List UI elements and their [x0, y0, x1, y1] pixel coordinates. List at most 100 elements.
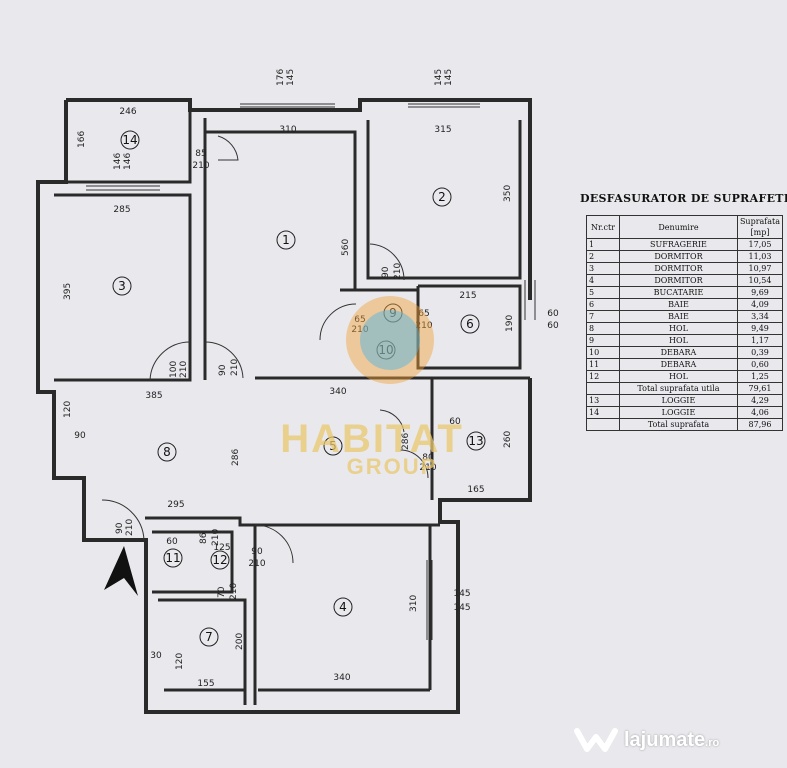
dim-label: 120: [175, 653, 185, 670]
dim-label: 145: [453, 589, 470, 599]
room-labels: 14 1 2 3 6 9 10 8 5 13 11 12 4 7: [112, 130, 486, 647]
cell-suprafata: 0,60: [736, 358, 784, 371]
cell-suprafata: 1,17: [736, 334, 784, 347]
cell-denumire: SUFRAGERIE: [619, 238, 738, 251]
cell-denumire: DEBARA: [619, 346, 738, 359]
room-4-label: 4: [339, 600, 347, 614]
dim-label: 385: [145, 391, 162, 401]
dim-label: 166: [77, 131, 87, 148]
watermark-name: lajumate: [624, 728, 706, 751]
table-title: DESFASURATOR DE SUPRAFETE: [580, 192, 787, 205]
area-table-panel: DESFASURATOR DE SUPRAFETE Nr.ctr Denumir…: [580, 192, 787, 431]
cell-denumire: HOL: [619, 334, 738, 347]
cell-denumire: LOGGIE: [619, 394, 738, 407]
cell-nr: [586, 418, 620, 431]
cell-denumire: DORMITOR: [619, 262, 738, 275]
cell-nr: 12: [586, 370, 620, 383]
cell-nr: 9: [586, 334, 620, 347]
logo-text-group: GROUP: [347, 454, 438, 479]
cell-nr: 6: [586, 298, 620, 311]
room-8-label: 8: [163, 445, 171, 459]
room-13-label: 13: [468, 434, 483, 448]
dim-label: 200: [235, 633, 245, 650]
dim-label: 85: [195, 149, 206, 159]
cell-nr: 1: [586, 238, 620, 251]
cell-suprafata: 79,61: [736, 382, 784, 395]
room-3-label: 3: [118, 279, 126, 293]
cell-suprafata: 4,06: [736, 406, 784, 419]
header-denumire: Denumire: [619, 215, 738, 239]
dim-label: 286: [231, 449, 241, 466]
dim-label: 210: [230, 359, 240, 376]
cell-nr: [586, 382, 620, 395]
dim-label: 285: [113, 205, 130, 215]
room-1-label: 1: [282, 233, 290, 247]
cell-nr: 14: [586, 406, 620, 419]
cell-suprafata: 17,05: [736, 238, 784, 251]
dim-label: 215: [459, 291, 476, 301]
dim-label: 210: [351, 325, 368, 335]
cell-denumire: LOGGIE: [619, 406, 738, 419]
dim-label: 90: [218, 364, 228, 376]
cell-suprafata: 9,69: [736, 286, 784, 299]
cell-suprafata: 10,97: [736, 262, 784, 275]
dim-label: 260: [503, 431, 513, 448]
dim-label: 70: [217, 586, 227, 598]
cell-nr: 10: [586, 346, 620, 359]
dim-label: 30: [150, 651, 162, 661]
room-12-label: 12: [212, 553, 227, 567]
lajumate-logo-icon: [574, 728, 618, 752]
lajumate-watermark: lajumate.ro: [574, 720, 719, 760]
dim-label: 210: [192, 161, 209, 171]
cell-denumire: HOL: [619, 370, 738, 383]
dim-label: 210: [419, 463, 436, 473]
dim-label: 286: [401, 433, 411, 450]
dim-label: 190: [505, 315, 515, 332]
dim-label: 210: [125, 519, 135, 536]
dim-label: 176: [276, 69, 286, 86]
cell-nr: 2: [586, 250, 620, 263]
watermark-tld: .ro: [705, 736, 720, 749]
header-nr: Nr.ctr: [586, 215, 620, 239]
door-swings: [101, 135, 429, 564]
dim-label: 60: [166, 537, 178, 547]
cell-nr: 4: [586, 274, 620, 287]
dim-label: 145: [453, 603, 470, 613]
dim-label: 90: [381, 266, 391, 278]
table-header-row: Nr.ctr Denumire Suprafata [mp]: [586, 215, 784, 239]
dim-label: 120: [63, 401, 73, 418]
cell-nr: 11: [586, 358, 620, 371]
cell-denumire: DORMITOR: [619, 274, 738, 287]
cell-nr: 7: [586, 310, 620, 323]
dim-label: 210: [415, 321, 432, 331]
room-5-label: 5: [329, 439, 337, 453]
cell-nr: 13: [586, 394, 620, 407]
cell-suprafata: 0,39: [736, 346, 784, 359]
dim-label: 295: [167, 500, 184, 510]
dim-label: 145: [286, 69, 296, 86]
dim-label: 65: [418, 309, 429, 319]
dim-label: 210: [211, 529, 221, 546]
room-9-label: 9: [389, 306, 397, 320]
cell-suprafata: 10,54: [736, 274, 784, 287]
dim-label: 155: [197, 679, 214, 689]
cell-denumire: HOL: [619, 322, 738, 335]
cell-denumire: Total suprafata: [619, 418, 738, 431]
cell-suprafata: 4,29: [736, 394, 784, 407]
dim-label: 560: [341, 239, 351, 256]
dimension-labels: 246 310 315 285 176 145 145 145 166 146 …: [63, 69, 559, 689]
room-10-label: 10: [378, 343, 393, 357]
cell-nr: 5: [586, 286, 620, 299]
dim-label: 210: [248, 559, 265, 569]
dim-label: 125: [213, 543, 230, 553]
